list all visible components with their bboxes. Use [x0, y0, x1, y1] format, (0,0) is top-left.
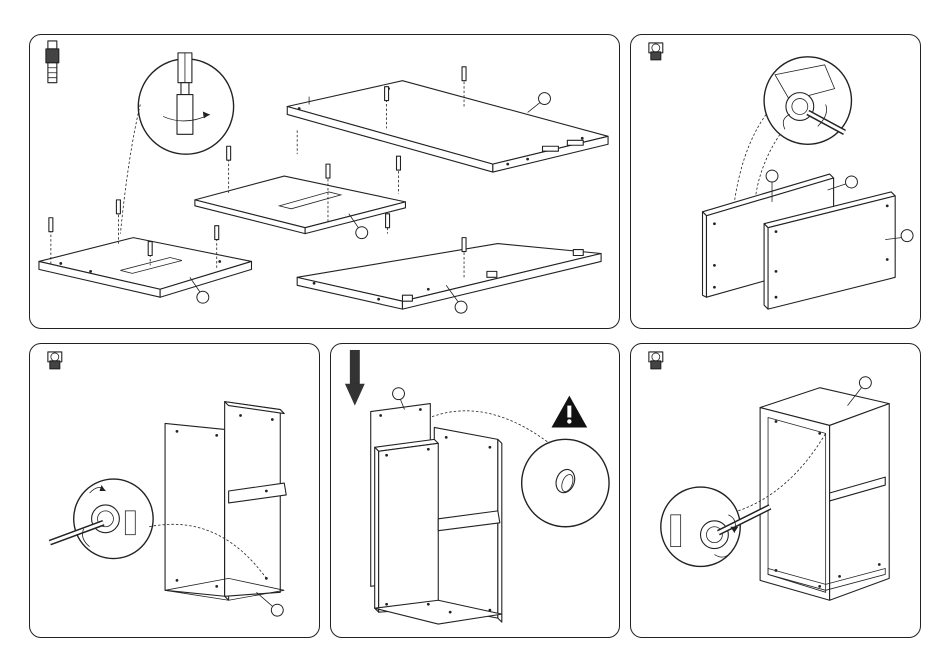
cabinet-carcass	[165, 402, 286, 601]
callout-circle	[528, 93, 551, 113]
step-3-illustration	[30, 344, 319, 637]
callout-circle	[393, 388, 405, 410]
down-arrow-icon	[345, 350, 365, 406]
dowel-screw-icon	[46, 41, 59, 83]
cam-lock-icon	[649, 43, 663, 60]
bottom-panel	[39, 200, 252, 297]
warning-icon	[551, 396, 587, 428]
closed-cabinet	[760, 388, 889, 601]
shelf-panel	[195, 146, 406, 233]
callout-circle	[256, 592, 283, 616]
step-5-panel	[630, 343, 921, 638]
step-4-panel	[330, 343, 620, 638]
side-panel-flat	[297, 238, 601, 310]
cabinet-carcass	[375, 427, 502, 624]
step-1-illustration	[30, 35, 619, 328]
step-1-panel	[29, 34, 620, 329]
step-2-panel	[630, 34, 921, 329]
step-4-illustration	[331, 344, 619, 637]
step-3-panel	[29, 343, 320, 638]
step-2-illustration	[631, 35, 920, 328]
cam-lock-icon	[48, 352, 62, 369]
step-5-illustration	[631, 344, 920, 637]
cam-lock-icon	[649, 352, 663, 369]
top-panel	[287, 67, 608, 172]
